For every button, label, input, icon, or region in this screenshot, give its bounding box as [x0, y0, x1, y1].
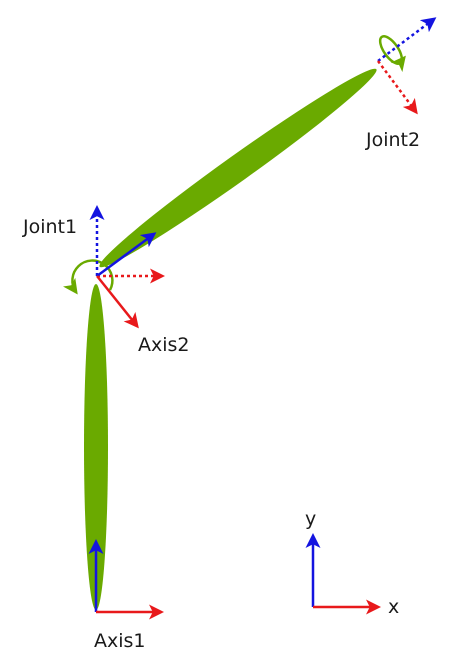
axis1-label: Axis1 — [94, 630, 146, 652]
world-x-label: x — [388, 596, 399, 618]
joint1-link-axis — [96, 232, 157, 278]
axis1-frame — [88, 539, 164, 620]
link-2 — [99, 68, 377, 268]
joint1-rotation-icon — [62, 259, 114, 295]
joint2-frame — [376, 17, 437, 115]
joint2-perp-axis-dotted — [376, 60, 418, 115]
world-y-label: y — [305, 508, 316, 530]
joint2-rotation-icon — [378, 35, 406, 73]
link-1 — [84, 284, 108, 610]
joint2-label: Joint2 — [365, 129, 420, 151]
axis2-label: Axis2 — [138, 334, 190, 356]
world-frame — [305, 533, 381, 615]
joint1-perp-axis — [96, 275, 139, 329]
joint1-label: Joint1 — [22, 216, 77, 238]
joint1-frame — [89, 205, 165, 329]
